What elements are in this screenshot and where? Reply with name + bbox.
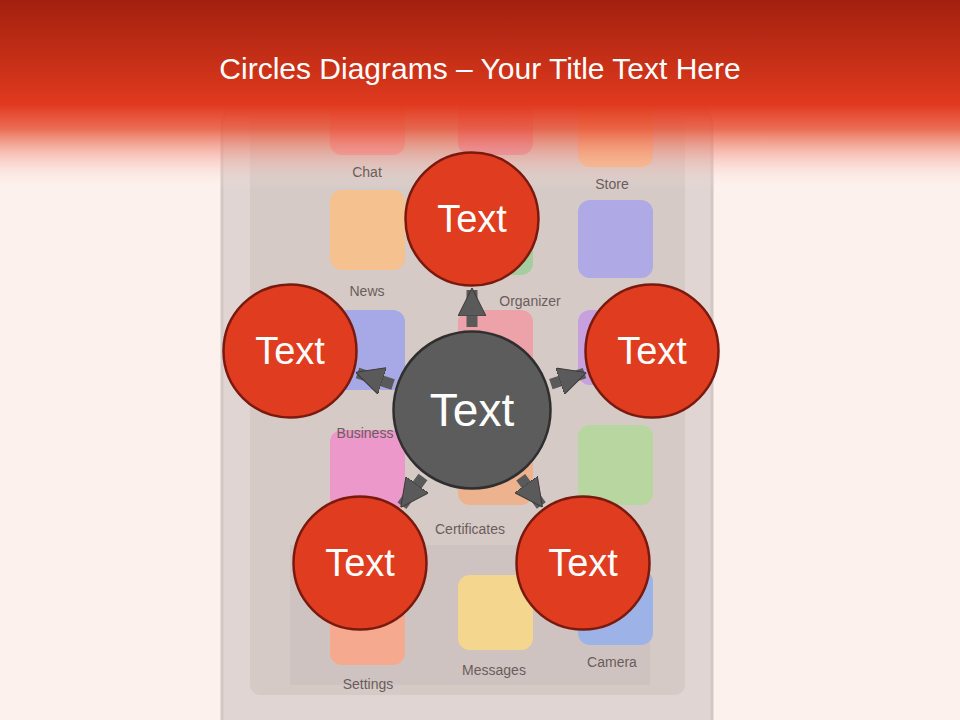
app-label: Business	[337, 425, 394, 441]
node-text: Text	[325, 542, 395, 585]
app-label: Certificates	[435, 521, 505, 537]
node-text-group: Text	[255, 330, 325, 373]
node-text-group: Text	[437, 198, 507, 241]
node-text: Text	[430, 383, 514, 437]
outer-circle: Text	[292, 495, 428, 631]
app-label: Camera	[587, 654, 637, 670]
node-text-group: Text	[548, 542, 618, 585]
app-label: Chat	[352, 164, 382, 180]
app-label: Store	[595, 176, 628, 192]
app-label: News	[349, 283, 384, 299]
outer-circle: Text	[584, 283, 720, 419]
app-label: Settings	[343, 676, 394, 692]
arrow-connector	[402, 477, 423, 506]
arrow-connector	[467, 290, 478, 327]
arrow-connector	[551, 373, 585, 384]
node-text-group: Text	[430, 383, 514, 437]
slide-title: Circles Diagrams – Your Title Text Here	[0, 52, 960, 86]
outer-circle: Text	[222, 283, 358, 419]
app-label: Organizer	[499, 293, 560, 309]
outer-circle: Text	[515, 495, 651, 631]
node-text: Text	[255, 330, 325, 373]
arrow-connector	[358, 373, 394, 385]
app-label: Messages	[462, 662, 526, 678]
node-text: Text	[548, 542, 618, 585]
node-text-group: Text	[617, 330, 687, 373]
node-text: Text	[617, 330, 687, 373]
node-text: Text	[437, 198, 507, 241]
node-text-group: Text	[325, 542, 395, 585]
arrow-connector	[521, 477, 542, 505]
center-circle: Text	[392, 330, 552, 490]
outer-circle: Text	[404, 151, 540, 287]
